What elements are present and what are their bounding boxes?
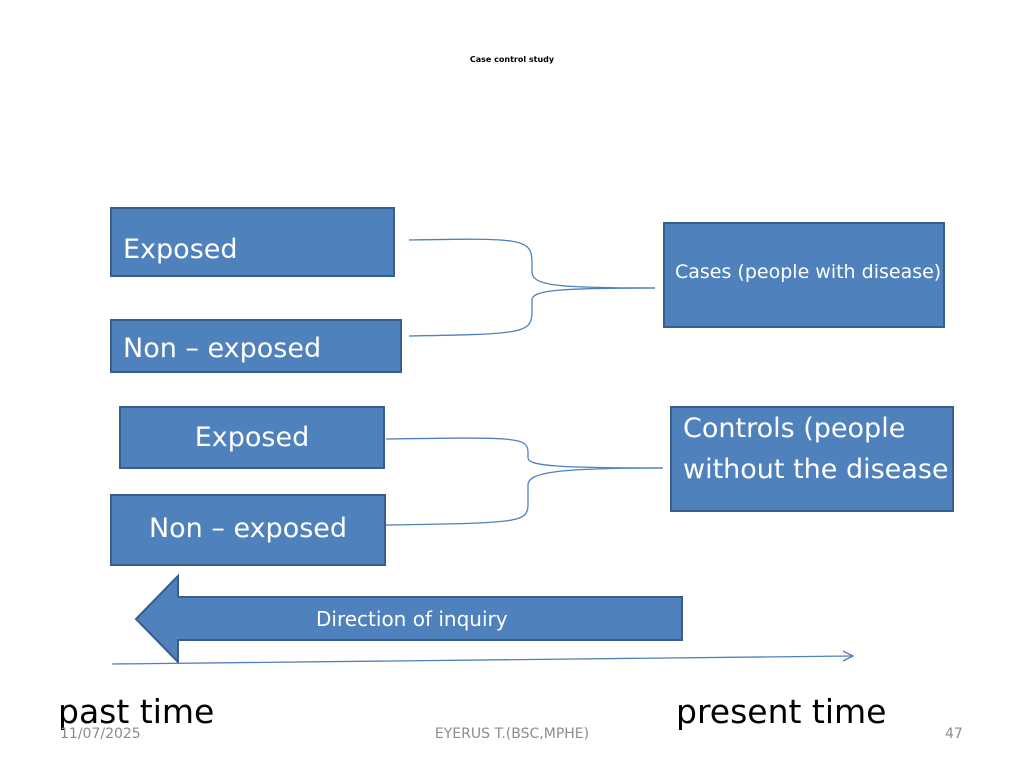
slide-title: Case control study xyxy=(469,55,555,64)
direction-label: Direction of inquiry xyxy=(316,607,508,631)
exposed-box-top: Exposed xyxy=(110,207,395,277)
non-exposed-label-bottom: Non – exposed xyxy=(148,512,348,544)
bracket-top xyxy=(408,238,656,289)
controls-box: Controls (people without the disease xyxy=(670,406,954,512)
controls-label: Controls (people without the disease xyxy=(683,413,949,485)
cases-label: Cases (people with disease) xyxy=(675,260,942,283)
bracket-bottom xyxy=(385,437,664,469)
direction-arrow xyxy=(134,573,683,665)
exposed-label-bottom: Exposed xyxy=(194,422,310,453)
exposed-label-top: Exposed xyxy=(123,233,238,265)
past-time-label: past time xyxy=(58,692,215,731)
cases-box: Cases (people with disease) xyxy=(663,222,945,328)
footer-date: 11/07/2025 xyxy=(60,726,141,742)
bracket-top-lower xyxy=(408,287,656,337)
bracket-bottom-lower xyxy=(385,467,664,526)
exposed-box-bottom: Exposed xyxy=(119,406,385,469)
footer-author: EYERUS T.(BSC,MPHE) xyxy=(434,726,590,742)
non-exposed-label-top: Non – exposed xyxy=(123,332,322,364)
timeline-arrowhead xyxy=(842,650,855,662)
footer-page-number: 47 xyxy=(945,726,963,742)
non-exposed-box-top: Non – exposed xyxy=(110,319,402,373)
timeline-line xyxy=(111,655,853,665)
present-time-label: present time xyxy=(676,692,887,731)
non-exposed-box-bottom: Non – exposed xyxy=(110,494,386,566)
